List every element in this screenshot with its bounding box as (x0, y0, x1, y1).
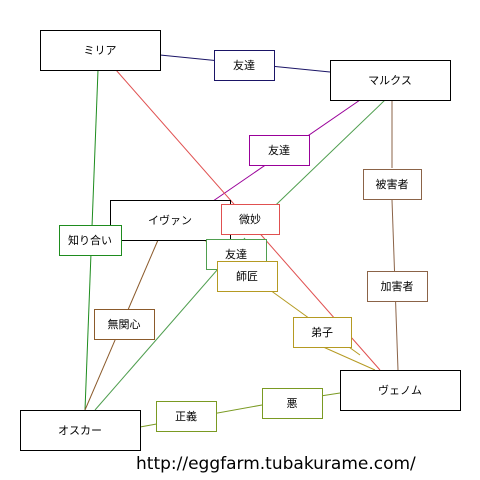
node-label: オスカー (58, 424, 102, 437)
edge-label-e8: 師匠 (217, 261, 278, 292)
edge-label-box (214, 50, 275, 81)
edge-label-text: 被害者 (376, 177, 409, 191)
edge-label-e5: 知り合い (59, 225, 122, 256)
node-label: マルクス (368, 74, 412, 87)
edge-label-box (293, 317, 352, 348)
node-label: イヴァン (148, 213, 192, 227)
edge-label-box (262, 388, 323, 419)
edge-label-box (59, 225, 122, 256)
edge-label-box (156, 401, 217, 432)
credit-url: http://eggfarm.tubakurame.com/ (136, 454, 416, 474)
node-marukusu: マルクス (330, 60, 451, 101)
edge-label-e12: 悪 (262, 388, 323, 419)
edge-label-text: 弟子 (311, 326, 333, 339)
edge-label-box (363, 169, 422, 200)
node-venom: ヴェノム (340, 370, 461, 411)
edge-label-e3: 被害者 (363, 169, 422, 200)
edge-label-text: 正義 (175, 409, 197, 423)
edge-label-box (367, 271, 428, 302)
edge-label-e10: 弟子 (293, 317, 352, 348)
node-miria: ミリア (40, 30, 161, 71)
edge-label-box (94, 309, 155, 340)
edge-label-e4: 加害者 (367, 271, 428, 302)
edge-label-box (221, 204, 280, 235)
edge-label-text: 知り合い (68, 233, 112, 247)
node-box (330, 60, 451, 101)
edge-label-text: 無関心 (108, 317, 141, 331)
node-label: ミリア (84, 44, 117, 57)
node-box (40, 30, 161, 71)
edge-label-box (249, 135, 310, 166)
node-box (20, 410, 141, 451)
node-ivan: イヴァン (110, 200, 231, 241)
edge-label-e11: 正義 (156, 401, 217, 432)
edge-label-text: 加害者 (381, 279, 414, 293)
edge-label-e6: 微妙 (221, 204, 280, 235)
edge-label-e1: 友達 (214, 50, 275, 81)
edge-label-text: 悪 (287, 397, 298, 410)
edge-label-box (217, 261, 278, 292)
node-label: ヴェノム (378, 383, 422, 397)
edge-label-text: 友達 (268, 143, 290, 157)
edge-label-text: 友達 (233, 58, 255, 72)
node-box (340, 370, 461, 411)
node-oskar: オスカー (20, 410, 141, 451)
edge-label-text: 師匠 (236, 270, 258, 283)
node-box (110, 200, 231, 241)
edge-label-e2: 友達 (249, 135, 310, 166)
edge-label-e9: 無関心 (94, 309, 155, 340)
edge-label-text: 友達 (225, 247, 247, 261)
edge-label-text: 微妙 (239, 212, 261, 226)
